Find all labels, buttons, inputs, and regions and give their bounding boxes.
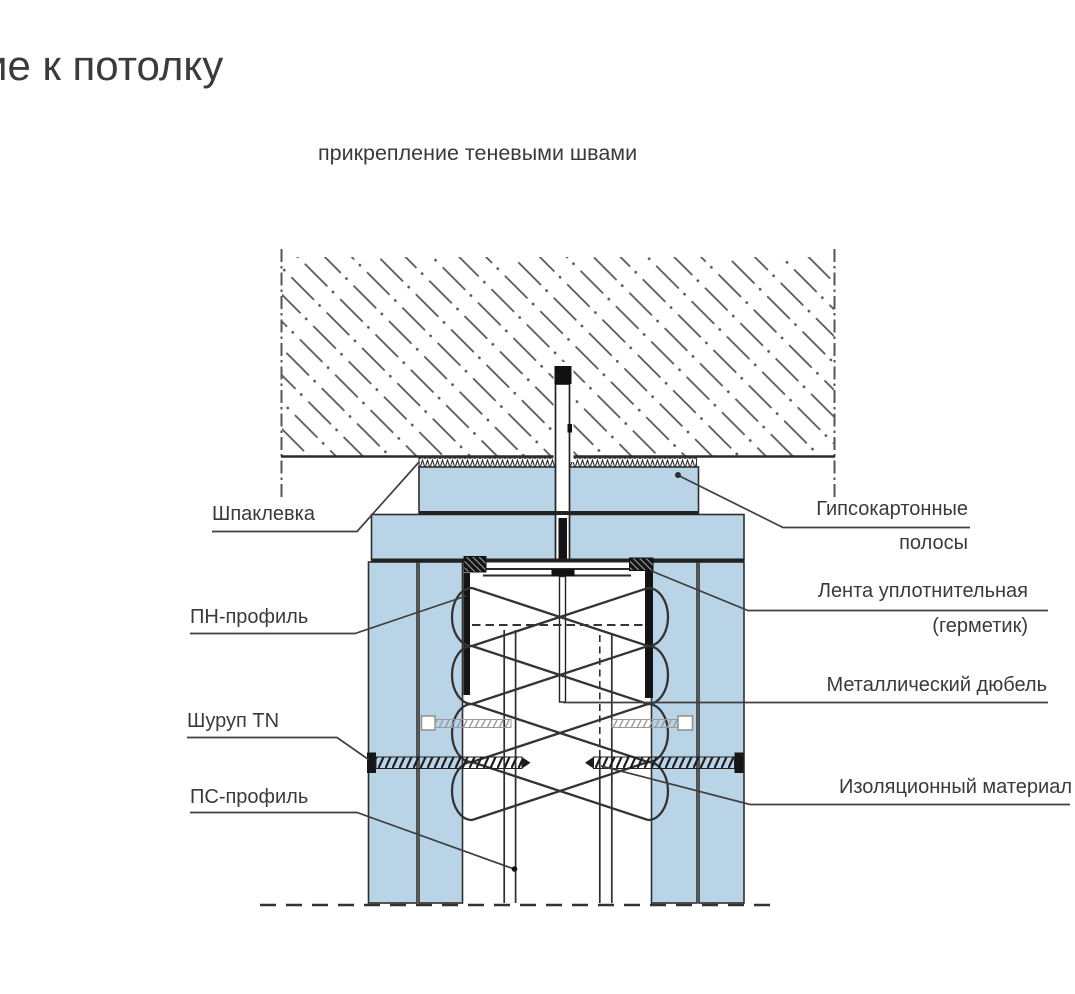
hidden-screw-right-shaft: [611, 719, 679, 728]
page-title: ие к потолку: [0, 42, 224, 89]
screw-tn-left-tip: [522, 757, 531, 769]
leader-pn-profil: [190, 595, 467, 635]
leader-ps-profil: [190, 811, 515, 870]
leader-dot-ps-profil: [511, 866, 518, 872]
insulation-spring: [450, 586, 670, 822]
leader-lenta: [651, 570, 1048, 612]
wall-left-outer-board: [367, 561, 418, 904]
hidden-screw-right-head: [677, 715, 694, 731]
metal-dowel-head: [554, 366, 572, 384]
pn-profile-left-leg: [463, 573, 470, 695]
metal-dowel-flange: [551, 569, 575, 577]
wall-right-outer-board: [698, 561, 745, 904]
screw-tn-right-tip: [585, 757, 594, 769]
leader-shpaklevka: [212, 460, 421, 533]
label-izolyaciya: Изоляционный материал: [838, 776, 1072, 798]
wall-right-inner-board: [650, 561, 698, 904]
metal-dowel-nub: [567, 424, 572, 433]
leader-izolyaciya: [600, 765, 1070, 806]
screw-tn-right-head: [734, 752, 744, 773]
hidden-screw-right: [611, 715, 694, 731]
label-lenta-line2: (герметик): [932, 615, 1028, 637]
screw-tn-left-shaft: [375, 756, 523, 769]
label-gipsokartonnye-line1: Гипсокартонные: [816, 498, 968, 520]
screw-tn-left-head: [367, 752, 376, 773]
screw-tn-left: [367, 752, 531, 773]
screw-tn-right-shaft: [593, 756, 735, 769]
metal-dowel-sleeve: [558, 518, 567, 560]
hidden-screw-left-head: [420, 715, 436, 731]
leader-shurup-tn: [187, 736, 369, 761]
diagram-subtitle: прикрепление теневыми швами: [318, 141, 638, 165]
label-shpaklevka: Шпаклевка: [212, 503, 315, 525]
hidden-screw-left-shaft: [434, 719, 512, 728]
label-dyubel: Металлический дюбель: [826, 674, 1047, 696]
label-gipsokartonnye-line2: полосы: [899, 532, 968, 554]
label-ps-profil: ПС-профиль: [190, 786, 309, 808]
wall-left-inner-board: [418, 561, 464, 904]
leader-dot-gipsokarton: [675, 472, 681, 478]
pn-profile-right-leg: [645, 568, 653, 698]
label-shurup-tn: Шуруп TN: [187, 710, 280, 732]
sealing-tape-left: [463, 556, 487, 573]
hidden-screw-left: [420, 715, 512, 731]
screw-tn-right: [585, 752, 744, 773]
metal-dowel-rod: [558, 575, 567, 703]
label-lenta-line1: Лента уплотнительная: [817, 580, 1028, 602]
label-pn-profil: ПН-профиль: [190, 606, 309, 628]
leader-gipsokarton: [678, 474, 970, 529]
sealing-tape-right: [629, 557, 654, 571]
